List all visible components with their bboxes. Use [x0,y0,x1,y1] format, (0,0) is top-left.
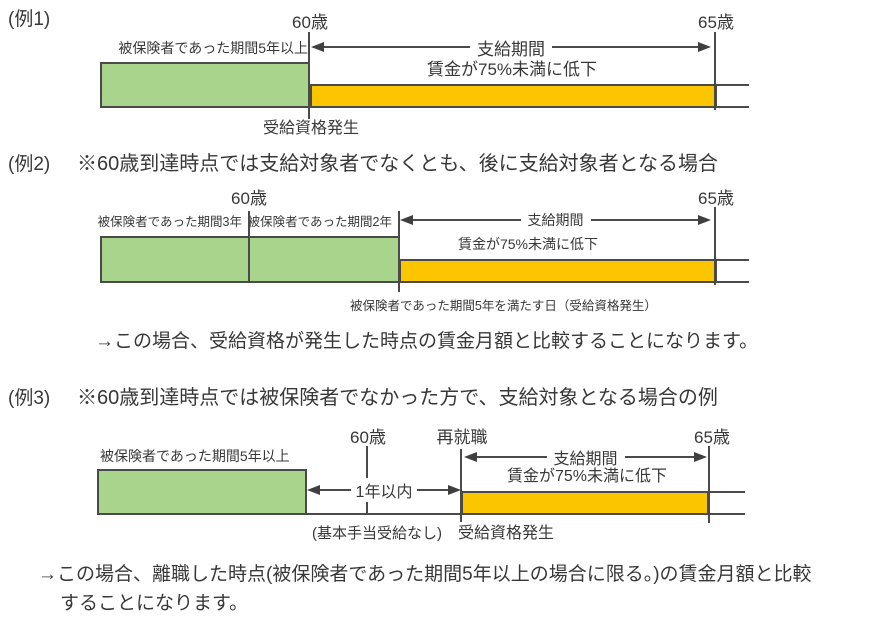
arrow-right-icon [694,452,708,462]
example2-note: →この場合、受給資格が発生した時点の賃金月額と比較することになります。 [95,331,759,352]
example1-baseline-extension-top [717,84,749,86]
example1-label: (例1) [8,9,51,30]
arrow-line [324,46,470,48]
arrow-left-icon [311,42,324,52]
arrow-line [552,46,698,48]
arrow-line [477,456,547,458]
example1-age-60-label: 60歳 [292,13,328,32]
arrow-left-icon [400,215,413,225]
example1-age-65-label: 65歳 [698,13,734,32]
example2-baseline-extension-bottom [717,281,749,283]
example2-age-65-line [714,207,716,285]
arrow-left-icon [464,452,477,462]
example1-yellow-bar [310,84,717,108]
example3-baseline-extension-bottom [710,513,745,515]
example2-baseline-extension-top [717,259,749,261]
example3-age-65-label: 65歳 [694,428,730,447]
example2-heading: ※60歳到達時点では支給対象者でなくとも、後に支給対象者となる場合 [77,153,719,175]
example3-label: (例3) [8,388,51,409]
example1-age-65-line [714,32,716,110]
example2-payment-period-label: 支給期間 [527,212,584,228]
example2-period2y-label: 被保険者であった期間2年 [247,215,392,229]
example2-label: (例2) [8,154,51,175]
example3-one-year-arrow: 1年以内 [307,478,461,502]
example2-wage-drop-label: 賃金が75%未満に低下 [457,236,599,252]
arrow-line [320,489,351,491]
arrow-line [590,219,698,221]
example2-yellow-bar [399,259,717,283]
arrow-line [417,489,448,491]
example3-baseline-mid [305,513,463,515]
example1-insured-period-label: 被保険者であった期間5年以上 [118,40,308,56]
example3-insured-period-label: 被保険者であった期間5年以上 [100,448,290,464]
example3-baseline-extension-top [710,491,745,493]
example1-baseline-extension-bottom [717,106,749,108]
example3-reemployment-line [460,449,462,522]
arrow-right-icon [448,485,461,495]
arrow-right-icon [698,42,711,52]
example1-payment-period-arrow: 支給期間 [311,37,711,59]
example3-reemployment-label: 再就職 [436,428,488,447]
example2-green-bar [100,236,400,283]
arrow-line [624,456,695,458]
example1-eligibility-label: 受給資格発生 [262,120,360,137]
arrow-left-icon [307,485,320,495]
example3-yellow-bar [461,491,709,515]
example3-one-year-label: 1年以内 [350,478,418,502]
example2-age-60-label: 60歳 [231,189,267,208]
example3-wage-drop-label: 賃金が75%未満に低下 [506,468,668,485]
example3-note-line2: することになります。 [60,593,249,614]
arrow-right-icon [698,215,711,225]
example2-bar-divider-line [248,211,250,283]
example3-eligibility-label: 受給資格発生 [458,525,555,542]
example3-note-line1: →この場合、離職した時点(被保険者であった期間5年以上の場合に限る。)の賃金月額… [38,564,812,585]
example3-green-bar [97,469,307,515]
example2-payment-period-arrow: 支給期間 [400,210,711,230]
example2-below-label: 被保険者であった期間5年を満たす日（受給資格発生） [350,299,657,313]
arrow-line [413,219,521,221]
example1-age-60-line [308,32,310,119]
example2-boundary-line [398,211,400,292]
example1-payment-period-label: 支給期間 [477,39,545,59]
example2-period3y-label: 被保険者であった期間3年 [97,215,242,229]
example3-age-65-line [708,446,710,523]
example3-age-60-label: 60歳 [350,428,386,447]
example1-wage-drop-label: 賃金が75%未満に低下 [426,60,598,79]
example2-age-65-label: 65歳 [698,189,734,208]
example3-payment-period-label: 支給期間 [553,451,618,468]
example3-payment-period-arrow: 支給期間 [464,447,708,468]
example3-heading: ※60歳到達時点では被保険者でなかった方で、支給対象となる場合の例 [77,387,718,409]
example3-no-allowance-label: (基本手当受給なし) [312,525,442,542]
